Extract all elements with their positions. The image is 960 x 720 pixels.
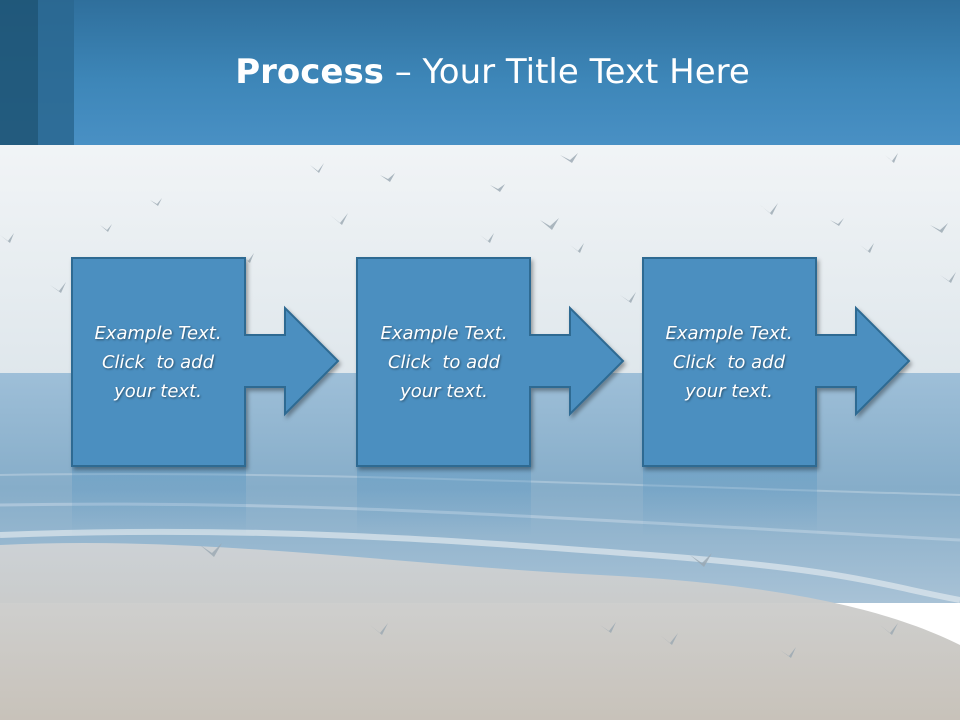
step-1-arrow-shape[interactable] [71, 257, 340, 467]
bird-silhouettes [0, 153, 956, 658]
title-rest-part: – Your Title Text Here [383, 52, 750, 92]
step-3-line-2: Click to add [672, 351, 785, 373]
step-1-line-1: Example Text. [94, 322, 222, 344]
step-2-line-1: Example Text. [380, 322, 508, 344]
step-2-text[interactable]: Example Text. Click to add your text. [357, 258, 531, 466]
step-1-reflection [72, 466, 246, 536]
step-1-text[interactable]: Example Text. Click to add your text. [71, 258, 245, 466]
header-accent-stripe [38, 0, 74, 145]
step-2-arrow-shape[interactable] [356, 257, 625, 467]
step-3-arrow-shape[interactable] [642, 257, 911, 467]
title-bold-part: Process [235, 52, 384, 92]
step-2-line-2: Click to add [387, 351, 500, 373]
step-2-line-3: your text. [400, 380, 488, 402]
step-1-line-3: your text. [114, 380, 202, 402]
step-1-line-2: Click to add [101, 351, 214, 373]
title-bar: Process – Your Title Text Here [0, 0, 960, 145]
step-3-reflection [643, 466, 817, 536]
slide-title[interactable]: Process – Your Title Text Here [0, 52, 960, 92]
step-3-line-1: Example Text. [665, 322, 793, 344]
header-accent-stripe [0, 0, 38, 145]
step-2-reflection [357, 466, 531, 536]
step-3-text[interactable]: Example Text. Click to add your text. [642, 258, 816, 466]
step-3-line-3: your text. [685, 380, 773, 402]
